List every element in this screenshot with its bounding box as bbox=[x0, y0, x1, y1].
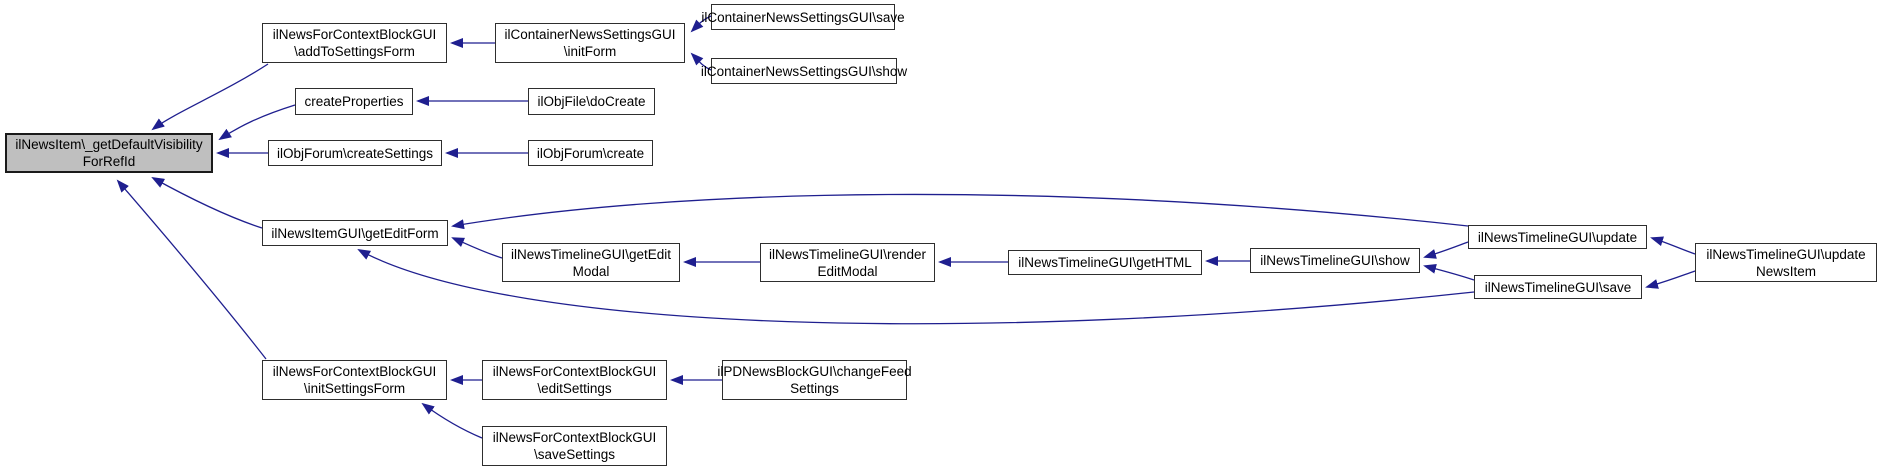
node-label: ilNewsForContextBlockGUI bbox=[492, 430, 657, 445]
node-containerSave[interactable]: ilContainerNewsSettingsGUI\save bbox=[701, 4, 905, 30]
node-label: ilContainerNewsSettingsGUI\save bbox=[701, 9, 905, 25]
node-label: ilNewsTimelineGUI\getEdit bbox=[510, 246, 672, 262]
edge-createProperties-root bbox=[218, 104, 296, 141]
node-forumCreate[interactable]: ilObjForum\create bbox=[528, 140, 653, 166]
node-updateNewsItem[interactable]: ilNewsTimelineGUI\update NewsItem bbox=[1695, 243, 1877, 282]
edge-timelineUpdate-getEditForm bbox=[451, 193, 1469, 230]
node-timelineShow[interactable]: ilNewsTimelineGUI\show bbox=[1250, 248, 1420, 273]
node-label: ilContainerNewsSettingsGUI\show bbox=[700, 63, 908, 79]
node-label: \addToSettingsForm bbox=[294, 44, 415, 59]
node-changeFeedSettings[interactable]: ilPDNewsBlockGUI\changeFeed Settings bbox=[717, 360, 912, 400]
node-label: ilContainerNewsSettingsGUI bbox=[504, 27, 676, 42]
node-label: ilNewsItem\_getDefaultVisibility bbox=[15, 137, 203, 152]
node-label: ilNewsTimelineGUI\getHTML bbox=[1018, 255, 1192, 270]
node-label: ilObjForum\createSettings bbox=[276, 145, 434, 161]
edge-initSettingsForm-root bbox=[116, 179, 267, 360]
node-label: ilNewsForContextBlockGUI bbox=[272, 27, 437, 42]
node-label: ilNewsTimelineGUI\render bbox=[768, 246, 927, 262]
node-addToSettingsForm[interactable]: ilNewsForContextBlockGUI \addToSettingsF… bbox=[262, 23, 447, 63]
edge-updateNewsItem-timelineUpdate bbox=[1650, 236, 1696, 255]
node-getEditForm[interactable]: ilNewsItemGUI\getEditForm bbox=[262, 220, 448, 246]
node-label: \editSettings bbox=[537, 381, 612, 396]
node-label: createProperties bbox=[304, 94, 404, 109]
edge-containerSave-initForm bbox=[690, 15, 712, 33]
edge-getEditForm-root bbox=[151, 177, 263, 229]
node-label: NewsItem bbox=[1755, 263, 1816, 279]
node-timelineUpdate[interactable]: ilNewsTimelineGUI\update bbox=[1468, 225, 1647, 249]
node-getHTML[interactable]: ilNewsTimelineGUI\getHTML bbox=[1008, 250, 1202, 275]
node-createProperties[interactable]: createProperties bbox=[295, 88, 413, 115]
node-label: EditModal bbox=[817, 263, 878, 279]
node-label: Modal bbox=[572, 263, 610, 279]
node-label: ilObjForum\create bbox=[536, 145, 645, 161]
node-label: ForRefId bbox=[82, 154, 136, 169]
node-editSettings[interactable]: ilNewsForContextBlockGUI \editSettings bbox=[482, 360, 667, 400]
node-containerShow[interactable]: ilContainerNewsSettingsGUI\show bbox=[701, 58, 907, 84]
node-label: ilNewsTimelineGUI\save bbox=[1484, 279, 1632, 295]
node-renderEditModal[interactable]: ilNewsTimelineGUI\render EditModal bbox=[760, 243, 935, 282]
node-label: ilNewsTimelineGUI\show bbox=[1260, 253, 1410, 268]
node-saveSettings[interactable]: ilNewsForContextBlockGUI \saveSettings bbox=[482, 426, 667, 466]
node-label: ilPDNewsBlockGUI\changeFeed bbox=[717, 364, 912, 379]
node-label: \initForm bbox=[563, 44, 617, 59]
edge-timelineSave-timelineShow bbox=[1423, 263, 1475, 281]
node-label: ilNewsForContextBlockGUI bbox=[272, 364, 437, 379]
edge-addToSettingsForm-root bbox=[151, 63, 269, 131]
node-getDefaultVisibilityForRefId[interactable]: ilNewsItem\_getDefaultVisibility ForRefI… bbox=[5, 133, 213, 173]
node-initSettingsForm[interactable]: ilNewsForContextBlockGUI \initSettingsFo… bbox=[262, 360, 447, 400]
node-label: ilNewsForContextBlockGUI bbox=[492, 364, 657, 379]
node-label: \saveSettings bbox=[533, 447, 616, 462]
edge-containerShow-initForm bbox=[690, 52, 712, 71]
node-timelineSave[interactable]: ilNewsTimelineGUI\save bbox=[1474, 275, 1642, 299]
edge-timelineUpdate-timelineShow bbox=[1423, 241, 1469, 259]
node-label: ilObjFile\doCreate bbox=[537, 94, 646, 109]
edge-timelineSave-getEditForm bbox=[357, 249, 1475, 325]
node-initForm[interactable]: ilContainerNewsSettingsGUI \initForm bbox=[495, 23, 685, 63]
node-label: ilNewsTimelineGUI\update bbox=[1477, 229, 1638, 245]
node-label: ilNewsItemGUI\getEditForm bbox=[271, 225, 439, 241]
node-doCreate[interactable]: ilObjFile\doCreate bbox=[528, 88, 655, 115]
node-label: \initSettingsForm bbox=[303, 381, 406, 396]
node-label: Settings bbox=[790, 381, 839, 396]
edge-getEditModal-getEditForm bbox=[451, 237, 503, 259]
edge-updateNewsItem-timelineSave bbox=[1645, 270, 1696, 289]
node-label: ilNewsTimelineGUI\update bbox=[1706, 246, 1866, 262]
node-createSettings[interactable]: ilObjForum\createSettings bbox=[268, 140, 442, 166]
node-getEditModal[interactable]: ilNewsTimelineGUI\getEdit Modal bbox=[502, 243, 680, 282]
edge-saveSettings-initSettingsForm bbox=[421, 402, 483, 439]
